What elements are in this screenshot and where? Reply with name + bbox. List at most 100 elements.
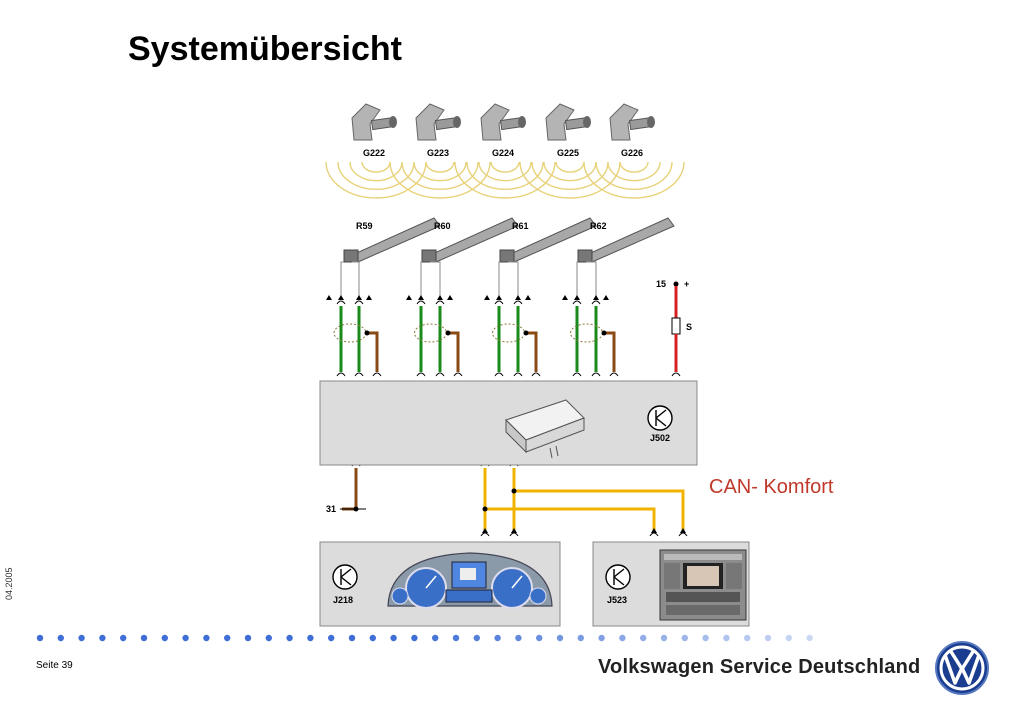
connector-pin xyxy=(336,372,346,377)
decorative-dot xyxy=(348,634,356,642)
decorative-dot xyxy=(286,634,293,642)
antenna-icon xyxy=(421,217,519,263)
decorative-dot xyxy=(473,634,480,642)
connector-pin xyxy=(494,372,504,377)
connector-pin xyxy=(435,300,445,305)
sensor-label: G225 xyxy=(557,148,579,158)
connector-pin xyxy=(591,372,601,377)
wave-arc xyxy=(543,161,597,182)
decorative-dot-row xyxy=(36,634,813,642)
antenna-head xyxy=(343,249,359,263)
fuse-symbol xyxy=(671,317,681,335)
sensor-body xyxy=(609,103,639,141)
brown-wire xyxy=(367,331,379,372)
junction-dot xyxy=(511,488,517,494)
slide-title: Systemübersicht xyxy=(128,30,402,68)
tire-pressure-sensor-icon xyxy=(609,103,655,141)
wave-arc xyxy=(595,161,673,191)
vw-logo xyxy=(935,641,989,695)
decorative-dot xyxy=(556,634,564,642)
connector-pin xyxy=(336,300,346,305)
wave-arc xyxy=(619,161,649,173)
radio-navigation-icon xyxy=(659,549,747,621)
sensor-cap xyxy=(518,116,526,128)
decorative-dot xyxy=(36,634,44,642)
can-bus-label: CAN- Komfort xyxy=(709,476,834,498)
connector-arrow xyxy=(603,295,609,300)
connector-pin xyxy=(354,372,364,377)
tire-pressure-sensor-icon xyxy=(415,103,461,141)
sensor-label: G223 xyxy=(427,148,449,158)
sensor-cap xyxy=(583,116,591,128)
decorative-dot xyxy=(57,634,64,642)
connector-pin xyxy=(372,372,382,377)
decorative-dot xyxy=(744,634,751,642)
shield-marker xyxy=(414,323,447,343)
wave-arc xyxy=(413,161,467,182)
antenna-label: R62 xyxy=(590,221,607,231)
decorative-dot xyxy=(598,634,605,642)
decorative-dot xyxy=(681,634,688,642)
antenna-head xyxy=(499,249,515,263)
antenna-head xyxy=(577,249,593,263)
antenna-lead xyxy=(420,261,441,296)
connector-arrow xyxy=(562,295,568,300)
control-unit-module-icon xyxy=(505,399,585,459)
wave-arc xyxy=(425,161,455,173)
sensor-cap xyxy=(453,116,461,128)
connector-pin xyxy=(649,532,659,537)
connector-arrow xyxy=(326,295,332,300)
connector-arrow xyxy=(366,295,372,300)
decorative-dot xyxy=(660,634,668,642)
decorative-dot xyxy=(140,634,148,642)
connector-arrow xyxy=(356,295,362,300)
connector-pin xyxy=(513,372,523,377)
connector-pin xyxy=(494,300,504,305)
ground-label: 31 xyxy=(326,504,336,514)
connector-pin xyxy=(609,372,619,377)
sensor-cap xyxy=(389,116,397,128)
shield-marker xyxy=(333,323,367,343)
page-number: Seite 39 xyxy=(36,660,73,671)
wave-arc xyxy=(478,161,532,182)
decorative-dot xyxy=(390,634,397,642)
decorative-dot xyxy=(369,634,376,642)
connector-pin xyxy=(531,372,541,377)
decorative-dot xyxy=(494,634,501,642)
sensor-label: G222 xyxy=(363,148,385,158)
connector-pin xyxy=(416,372,426,377)
wave-arc xyxy=(325,161,427,199)
connector-pin xyxy=(678,532,688,537)
instrument-cluster-label: J218 xyxy=(333,595,353,605)
sensor-body xyxy=(545,103,575,141)
sensor-body xyxy=(415,103,445,141)
radio-waves xyxy=(325,161,685,199)
sensor-body xyxy=(480,103,510,141)
wave-arc xyxy=(454,161,556,199)
shield-marker xyxy=(492,323,525,343)
instrument-cluster-icon xyxy=(387,552,553,609)
decorative-dot xyxy=(120,634,127,642)
wave-arc xyxy=(531,161,609,191)
control-unit-symbol-icon xyxy=(647,405,673,431)
connector-pin xyxy=(416,300,426,305)
antenna-label: R60 xyxy=(434,221,451,231)
antenna-icon xyxy=(499,217,597,263)
wave-arc xyxy=(519,161,621,199)
connector-pin xyxy=(513,300,523,305)
wave-arc xyxy=(490,161,520,173)
junction-dot xyxy=(523,330,529,336)
antenna-lead xyxy=(576,261,597,296)
control-unit-label: J502 xyxy=(650,433,670,443)
junction-dot xyxy=(353,506,359,512)
connector-pin xyxy=(453,372,463,377)
connector-arrow xyxy=(418,295,424,300)
connector-arrow xyxy=(482,528,488,533)
decorative-dot xyxy=(411,634,418,642)
connector-pin xyxy=(671,372,681,377)
connector-pin xyxy=(572,300,582,305)
junction-dot xyxy=(482,506,488,512)
tire-pressure-sensor-icon xyxy=(480,103,526,141)
instrument-cluster-symbol-icon xyxy=(332,564,358,590)
